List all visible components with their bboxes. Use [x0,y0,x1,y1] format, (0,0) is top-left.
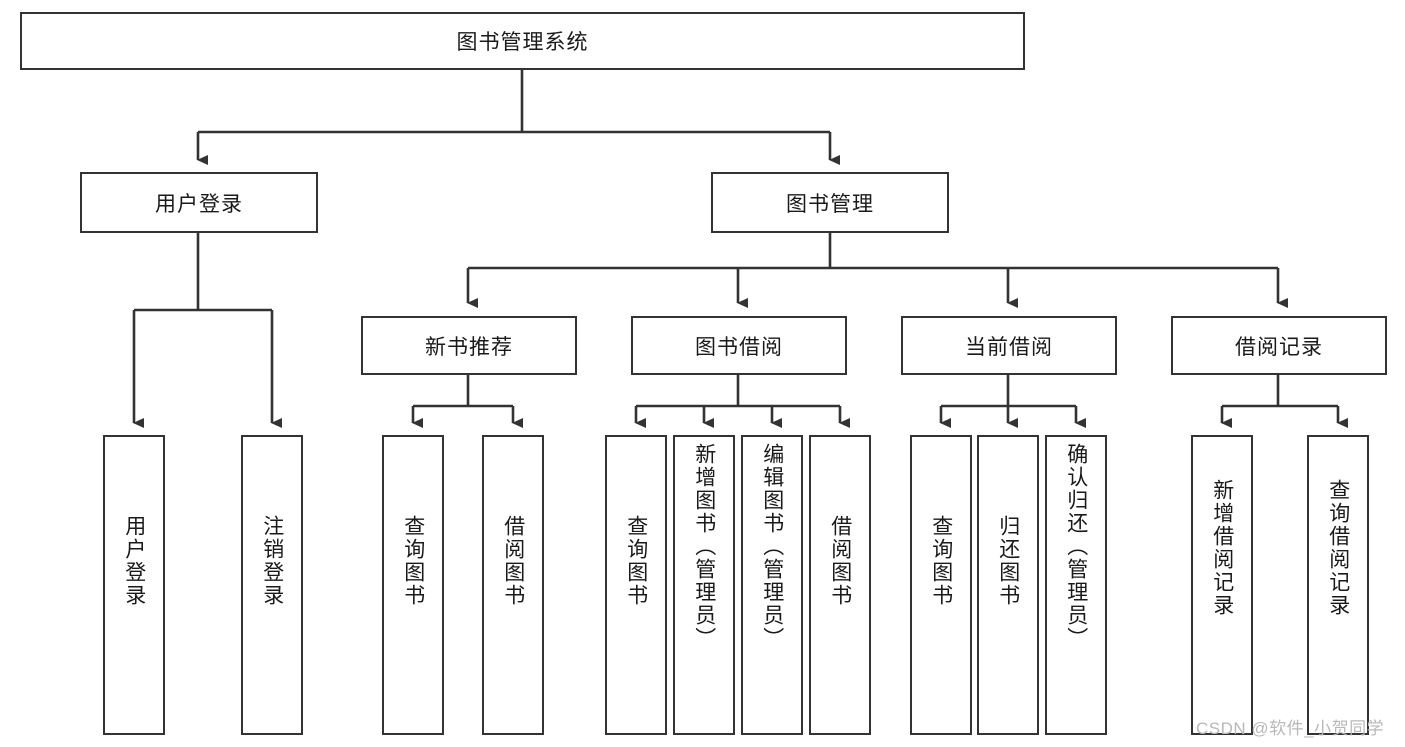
node-leaf-current-query-book-label: 查询图书 [929,515,953,607]
node-leaf-borrow-book[interactable]: 借阅图书 [809,435,871,735]
node-leaf-confirm-return-label: 确认归还（管理员） [1064,443,1088,650]
node-borrow-record-label: 借阅记录 [1235,335,1323,359]
node-leaf-borrow-query-book[interactable]: 查询图书 [605,435,667,735]
node-leaf-query-borrow-record[interactable]: 查询借阅记录 [1307,435,1369,735]
node-leaf-edit-book-label: 编辑图书（管理员） [760,443,784,650]
csdn-watermark: CSDN @软件_小贺同学 [1196,719,1385,738]
node-leaf-add-book-label: 新增图书（管理员） [692,443,716,650]
node-leaf-current-query-book[interactable]: 查询图书 [910,435,972,735]
node-new-book-recommend[interactable]: 新书推荐 [361,316,577,375]
node-leaf-borrow-book-label: 借阅图书 [828,515,852,607]
node-book-borrow-label: 图书借阅 [695,335,783,359]
node-new-book-recommend-label: 新书推荐 [425,335,513,359]
node-leaf-logout-label: 注销登录 [260,515,284,607]
node-leaf-logout[interactable]: 注销登录 [241,435,303,735]
node-leaf-confirm-return[interactable]: 确认归还（管理员） [1045,435,1107,735]
node-leaf-recommend-query-book[interactable]: 查询图书 [382,435,444,735]
node-book-manage-label: 图书管理 [786,192,874,216]
node-leaf-user-login-label: 用户登录 [122,515,146,607]
node-leaf-recommend-borrow-book[interactable]: 借阅图书 [482,435,544,735]
node-borrow-record[interactable]: 借阅记录 [1171,316,1387,375]
node-leaf-user-login[interactable]: 用户登录 [103,435,165,735]
node-root[interactable]: 图书管理系统 [20,12,1025,70]
node-leaf-add-borrow-record-label: 新增借阅记录 [1210,479,1234,617]
node-leaf-return-book-label: 归还图书 [996,515,1020,607]
node-root-label: 图书管理系统 [456,31,589,54]
node-leaf-edit-book[interactable]: 编辑图书（管理员） [741,435,803,735]
node-leaf-add-borrow-record[interactable]: 新增借阅记录 [1191,435,1253,735]
node-current-borrow[interactable]: 当前借阅 [901,316,1117,375]
node-leaf-borrow-query-book-label: 查询图书 [624,515,648,607]
node-leaf-recommend-query-book-label: 查询图书 [401,515,425,607]
node-book-borrow[interactable]: 图书借阅 [631,316,847,375]
node-leaf-return-book[interactable]: 归还图书 [977,435,1039,735]
node-leaf-add-book[interactable]: 新增图书（管理员） [673,435,735,735]
node-leaf-recommend-borrow-book-label: 借阅图书 [501,515,525,607]
node-book-manage[interactable]: 图书管理 [711,172,949,233]
node-user-login-label: 用户登录 [155,192,243,216]
node-current-borrow-label: 当前借阅 [965,335,1053,359]
node-user-login[interactable]: 用户登录 [80,172,318,233]
node-leaf-query-borrow-record-label: 查询借阅记录 [1326,479,1350,617]
